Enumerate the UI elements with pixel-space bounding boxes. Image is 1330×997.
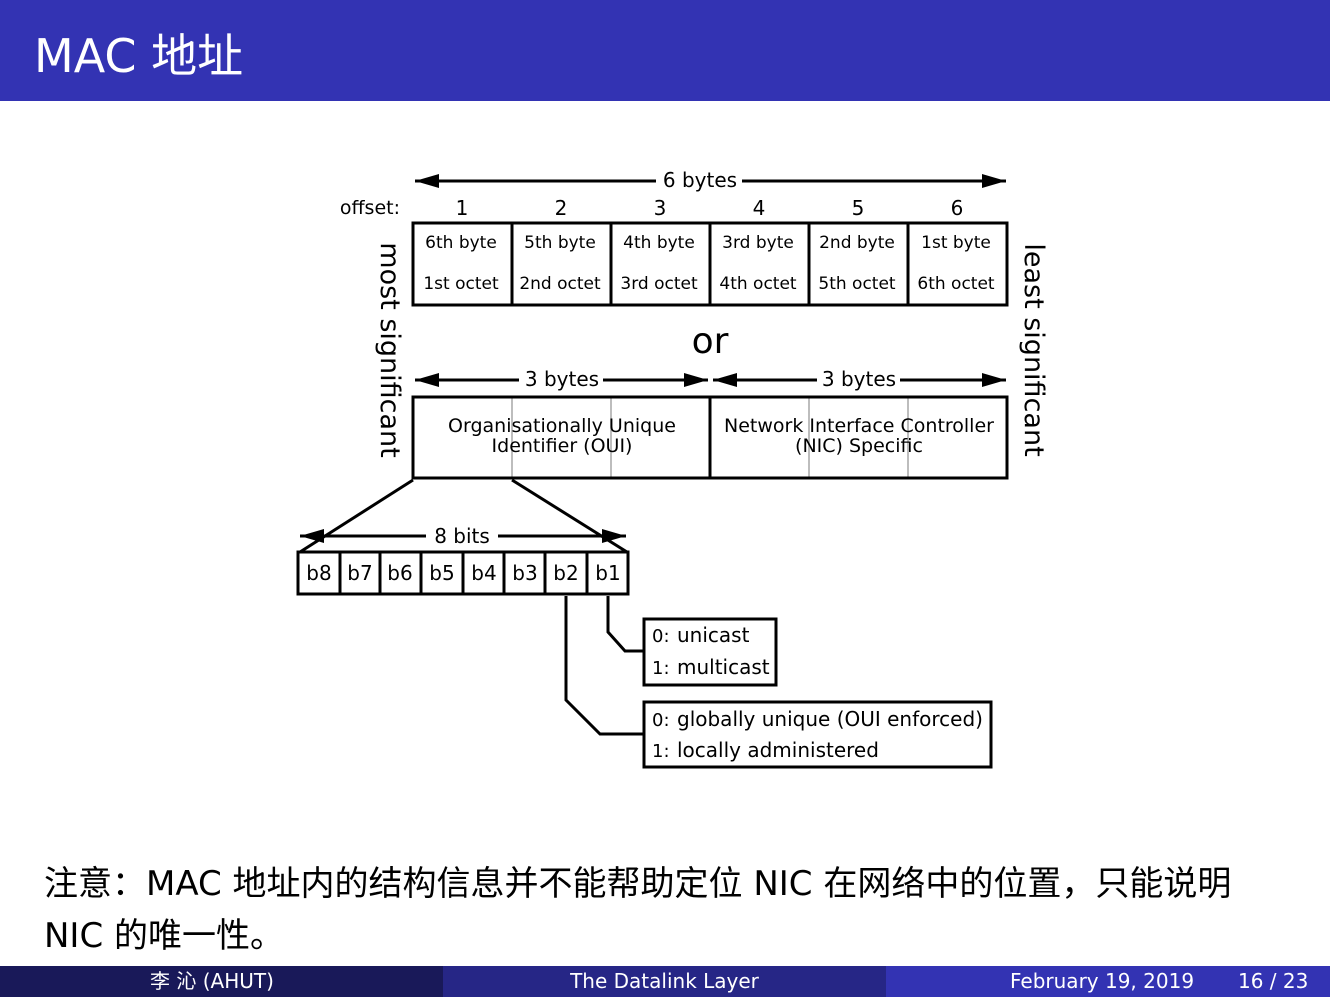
byte-cell-6-octet: 6th octet xyxy=(917,274,995,294)
bit-b4: b4 xyxy=(471,561,496,585)
byte-table xyxy=(411,221,1009,307)
bit-b2: b2 xyxy=(553,561,578,585)
slide-title: MAC 地址 xyxy=(34,29,244,83)
footer-page-number: 16 / 23 xyxy=(1238,969,1309,993)
bit-b1: b1 xyxy=(595,561,620,585)
bit-b7: b7 xyxy=(347,561,372,585)
admin-text-0: globally unique (OUI enforced) xyxy=(677,707,983,731)
offset-5: 5 xyxy=(852,196,865,220)
oui-label-line2: Identifier (OUI) xyxy=(492,435,633,457)
administration-box xyxy=(642,700,993,769)
footer-title-segment: The Datalink Layer xyxy=(443,966,886,997)
bit-connector-lines xyxy=(564,596,644,736)
bit-b5: b5 xyxy=(429,561,454,585)
cast-key-1: 1: xyxy=(652,658,670,679)
footer-author-segment: 李 沁 (AHUT) xyxy=(0,966,443,997)
bit-table xyxy=(296,550,630,596)
byte-cell-1-octet: 1st octet xyxy=(423,274,499,294)
least-significant-label: least significant xyxy=(1018,243,1049,456)
bit-b3: b3 xyxy=(512,561,537,585)
eight-bits-label: 8 bits xyxy=(434,524,490,548)
byte-cell-4-octet: 4th octet xyxy=(719,274,797,294)
bit-b6: b6 xyxy=(387,561,412,585)
oui-nic-table xyxy=(411,395,1009,480)
offset-6: 6 xyxy=(951,196,964,220)
byte-cell-3-byte: 4th byte xyxy=(623,233,695,253)
footer-bar: 李 沁 (AHUT) The Datalink Layer February 1… xyxy=(0,966,1330,997)
cast-key-0: 0: xyxy=(652,626,670,647)
most-significant-label: most significant xyxy=(374,242,405,457)
nic-label-line2: (NIC) Specific xyxy=(795,435,923,457)
admin-text-1: locally administered xyxy=(677,738,879,762)
offset-label: offset: xyxy=(340,197,400,219)
or-label: or xyxy=(692,321,729,362)
footer-title: The Datalink Layer xyxy=(570,969,759,993)
byte-cell-6-byte: 1st byte xyxy=(921,233,991,253)
admin-key-1: 1: xyxy=(652,741,670,762)
footer-date-segment: February 19, 2019 16 / 23 xyxy=(886,966,1330,997)
offset-4: 4 xyxy=(753,196,766,220)
offset-3: 3 xyxy=(654,196,667,220)
byte-cell-1-byte: 6th byte xyxy=(425,233,497,253)
mac-address-diagram: 6 bytes offset: 1 2 3 4 5 6 6th byte 1st… xyxy=(296,168,1049,769)
byte-cell-4-byte: 3rd byte xyxy=(722,233,794,253)
nic-bytes-label: 3 bytes xyxy=(822,367,896,391)
byte-cell-3-octet: 3rd octet xyxy=(620,274,698,294)
cast-text-0: unicast xyxy=(677,623,750,647)
cast-text-1: multicast xyxy=(677,655,770,679)
bit-b8: b8 xyxy=(306,561,331,585)
footer-author: 李 沁 (AHUT) xyxy=(150,969,274,993)
nic-label-line1: Network Interface Controller xyxy=(724,415,994,437)
cast-type-box xyxy=(642,617,778,687)
admin-key-0: 0: xyxy=(652,710,670,731)
offset-1: 1 xyxy=(456,196,469,220)
oui-bytes-label: 3 bytes xyxy=(525,367,599,391)
offset-2: 2 xyxy=(555,196,568,220)
byte-cell-5-byte: 2nd byte xyxy=(819,233,895,253)
title-bar: MAC 地址 xyxy=(0,0,1330,101)
slide-note: 注意：MAC 地址内的结构信息并不能帮助定位 NIC 在网络中的位置，只能说明 … xyxy=(44,864,1232,956)
byte-cell-5-octet: 5th octet xyxy=(818,274,896,294)
byte-cell-2-octet: 2nd octet xyxy=(519,274,601,294)
total-bytes-label: 6 bytes xyxy=(663,168,737,192)
oui-label-line1: Organisationally Unique xyxy=(448,415,676,437)
footer-date: February 19, 2019 xyxy=(1010,969,1195,993)
byte-cell-2-byte: 5th byte xyxy=(524,233,596,253)
